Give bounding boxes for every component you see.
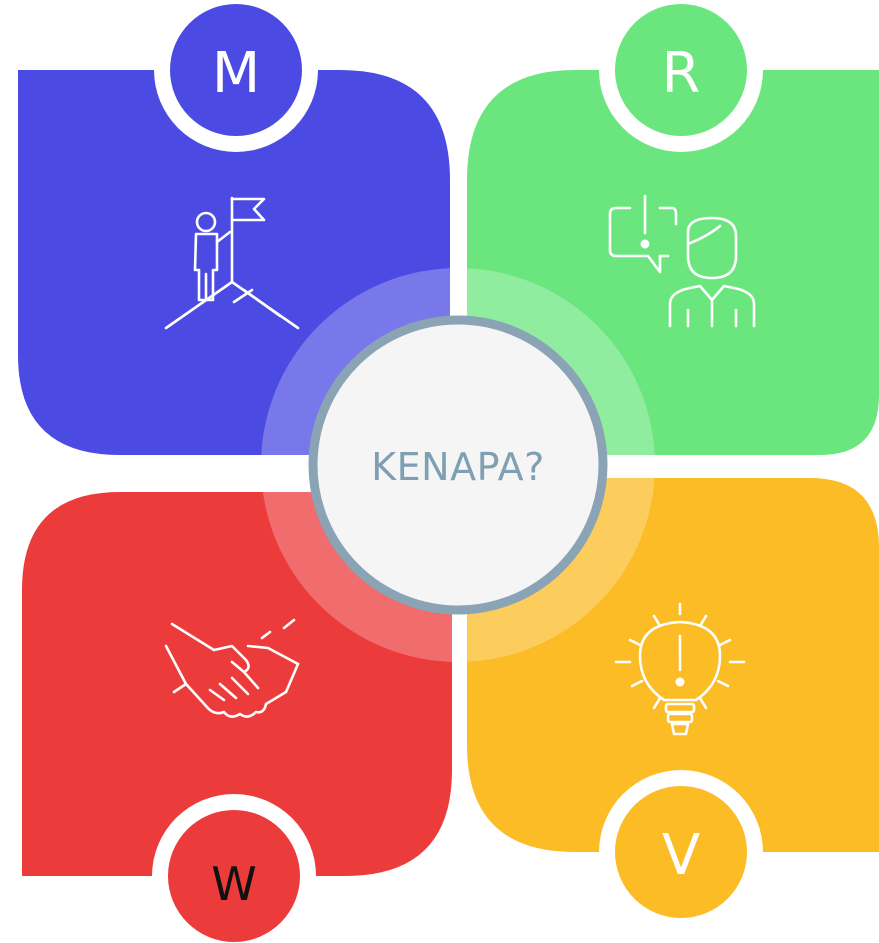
center-disc	[310, 317, 606, 613]
quadrant-r: R	[467, 0, 879, 455]
quadrant-m-panel	[18, 70, 450, 455]
quadrant-v-panel	[467, 478, 879, 852]
quadrant-w: W	[22, 492, 452, 943]
quadrant-w-letter: W	[211, 857, 256, 911]
quadrant-v-badge	[615, 786, 747, 918]
quadrant-v: V	[467, 478, 879, 934]
person-speech-bubble-exclamation-icon	[608, 194, 756, 328]
center-ring	[308, 315, 608, 615]
quadrant-r-badge	[615, 4, 747, 136]
quadrant-r-letter: R	[662, 41, 701, 106]
quadrant-m: M	[18, 0, 450, 455]
quadrant-w-badge	[168, 810, 300, 942]
handshake-icon	[164, 618, 300, 718]
quadrant-v-letter: V	[662, 823, 700, 888]
quadrant-m-letter: M	[212, 41, 260, 106]
lightbulb-exclamation-icon	[614, 602, 746, 736]
quadrant-m-badge	[170, 4, 302, 136]
person-on-summit-flag-icon	[164, 196, 300, 330]
quadrant-r-panel	[467, 70, 879, 455]
center-hub: KENAPA?	[261, 268, 655, 662]
center-label: KENAPA?	[371, 445, 545, 489]
